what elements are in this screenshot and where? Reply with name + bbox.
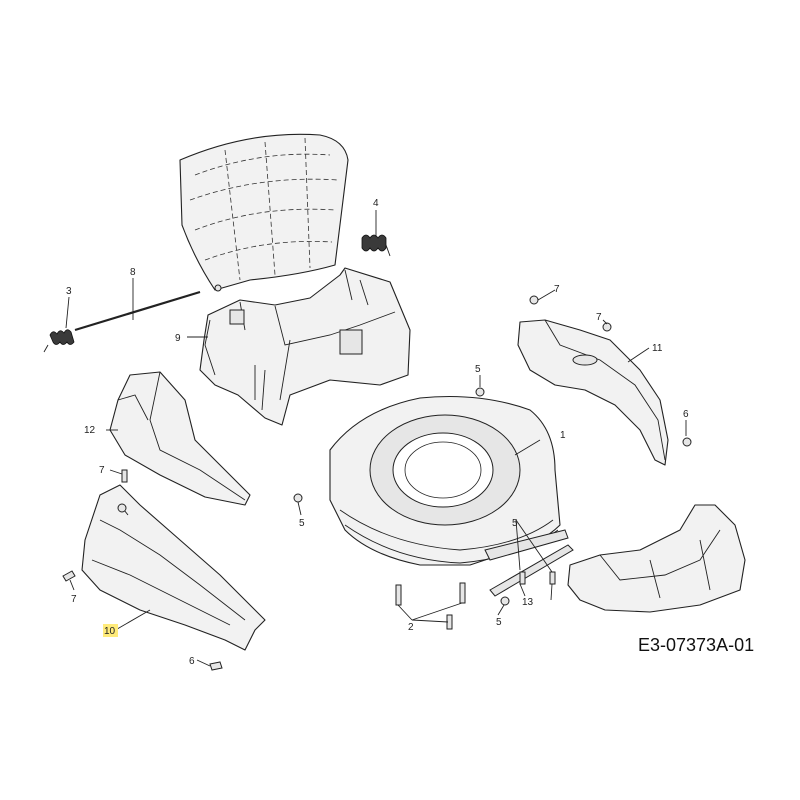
callout-7b: 7 [596, 312, 602, 323]
screw-7b [602, 322, 612, 332]
torsion-spring-4 [361, 234, 391, 257]
callout-6b: 6 [189, 656, 195, 667]
screw-2a [395, 584, 402, 606]
screw-6a [682, 437, 692, 447]
screw-7a [529, 295, 539, 305]
callout-3: 3 [66, 286, 72, 297]
callout-9: 9 [175, 333, 181, 344]
torsion-spring-3 [43, 329, 75, 353]
screw-6b [209, 661, 223, 671]
screw-7c [121, 469, 128, 483]
side-panel-11 [517, 319, 669, 466]
blade-13 [489, 544, 574, 597]
callout-13: 13 [522, 597, 534, 608]
side-deflector-12 [109, 371, 251, 506]
screw-2b [459, 582, 466, 604]
screw-5a [475, 387, 485, 397]
callout-2: 2 [408, 622, 414, 633]
callout-10: 10 [104, 626, 116, 637]
screw-5e [519, 571, 526, 585]
callout-1: 1 [560, 430, 566, 441]
callout-5a: 5 [475, 364, 481, 375]
screw-5c [500, 596, 510, 606]
callout-7c: 7 [99, 465, 105, 476]
front-cover [567, 504, 746, 613]
pivot-rod-8 [74, 290, 201, 332]
callout-7d: 7 [71, 594, 77, 605]
callout-11: 11 [652, 343, 663, 354]
callout-5b: 5 [299, 518, 305, 529]
screw-5b [293, 493, 303, 503]
callout-7a: 7 [554, 284, 560, 295]
screw-5d [549, 571, 556, 585]
grass-catcher-bag [179, 133, 349, 292]
callout-5c: 5 [512, 518, 518, 529]
callout-4: 4 [373, 198, 379, 209]
leader-lines [65, 210, 687, 667]
screw-7d [62, 570, 76, 582]
rear-skirt-10 [81, 484, 266, 651]
rear-flap-frame [199, 267, 411, 426]
drawing-code: E3-07373A-01 [638, 635, 754, 655]
mower-deck-1 [329, 395, 569, 566]
callout-6a: 6 [683, 409, 689, 420]
callout-12: 12 [84, 425, 96, 436]
callout-10-highlight [103, 624, 118, 637]
callout-8: 8 [130, 267, 136, 278]
callout-5d: 5 [496, 617, 502, 628]
